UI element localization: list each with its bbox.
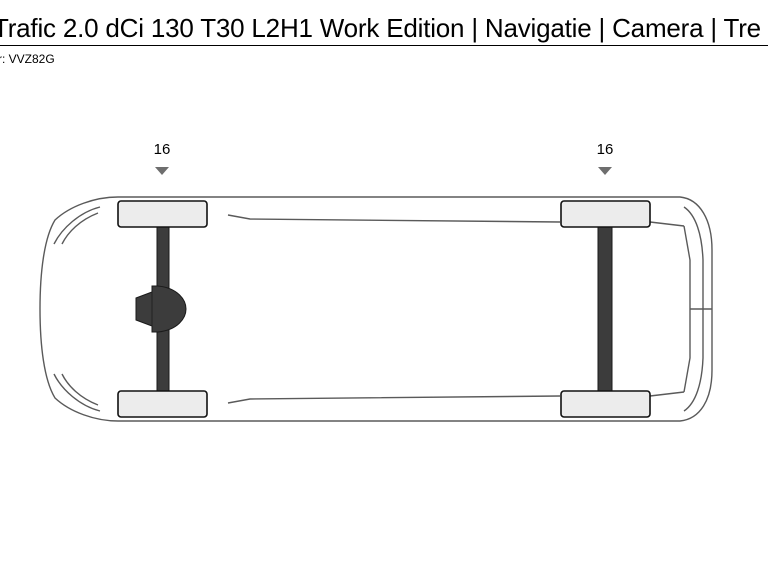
body-inner-line-rear-bottom <box>649 391 685 397</box>
windshield-edge-bottom <box>53 373 101 412</box>
body-inner-line-rear-top <box>649 221 685 227</box>
windshield-edge-top <box>53 206 101 245</box>
registration-text: r: VVZ82G <box>0 52 55 66</box>
body-inner-line-top <box>227 214 561 223</box>
header-divider <box>0 45 768 46</box>
rear-tire-size-label: 16 <box>596 141 614 158</box>
rear-door-outline <box>683 225 691 393</box>
front-differential <box>135 285 187 333</box>
front-right-tire <box>117 390 208 418</box>
rear-axle-shaft <box>597 225 613 393</box>
windshield-edge-top-inner <box>61 212 99 245</box>
rear-axle-marker-icon <box>598 167 612 175</box>
front-left-tire <box>117 200 208 228</box>
front-tire-size-label: 16 <box>153 141 171 158</box>
rear-right-tire <box>560 390 651 418</box>
windshield-edge-bottom-inner <box>61 373 99 406</box>
front-axle-marker-icon <box>155 167 169 175</box>
van-body-outline <box>39 196 713 422</box>
vehicle-title: Trafic 2.0 dCi 130 T30 L2H1 Work Edition… <box>0 13 761 43</box>
rear-left-tire <box>560 200 651 228</box>
body-inner-line-bottom <box>227 395 561 404</box>
